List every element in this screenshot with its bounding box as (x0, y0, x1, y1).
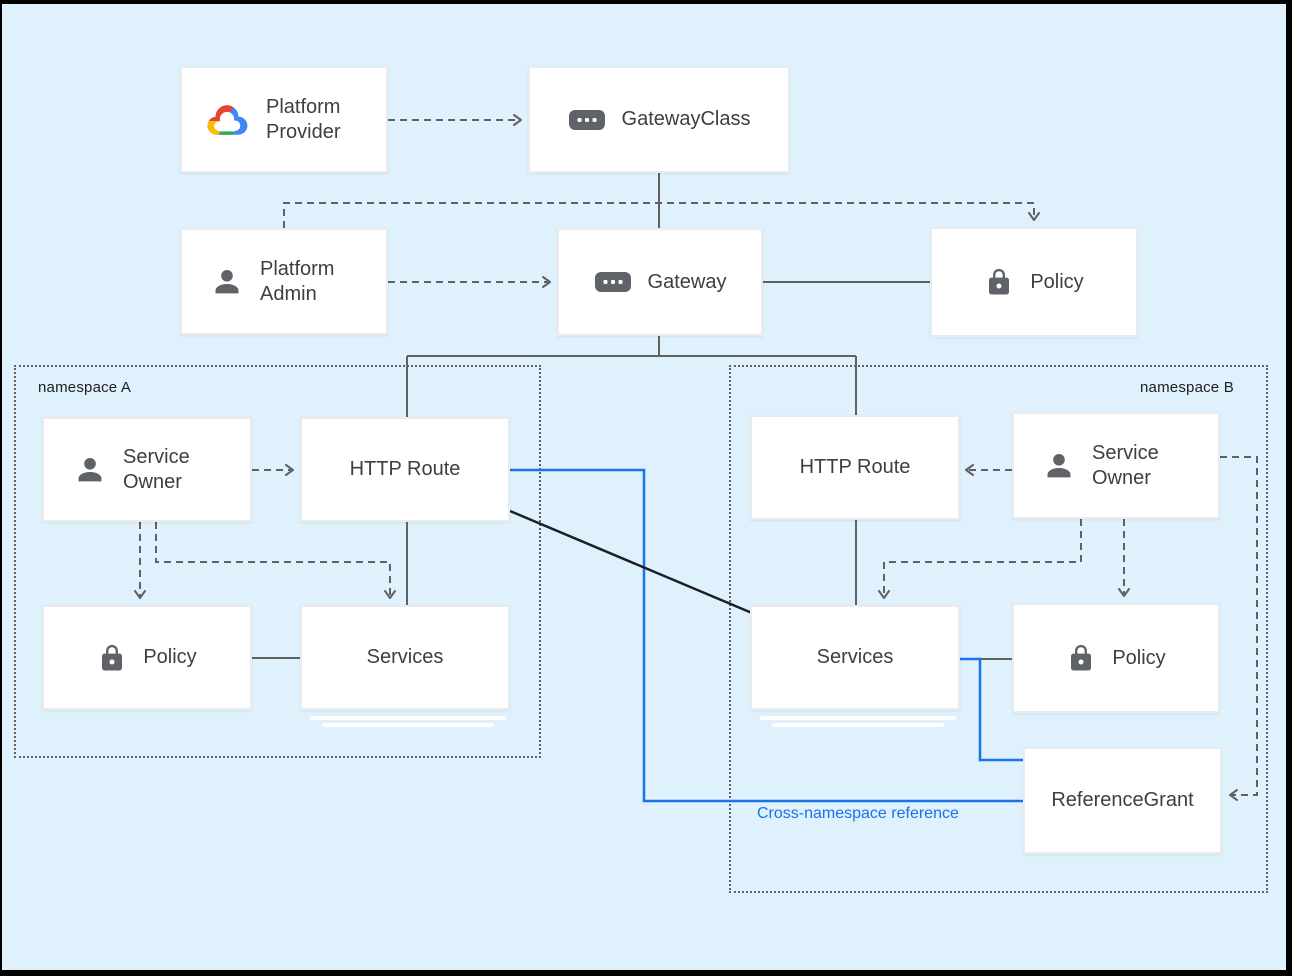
node-label: HTTP Route (349, 458, 461, 480)
person-icon (73, 453, 107, 487)
node-http-route-b: HTTP Route (750, 415, 960, 520)
lock-icon (984, 265, 1014, 299)
services-a-stack-line (310, 716, 506, 720)
node-gatewayclass: GatewayClass (528, 66, 790, 173)
node-label: Platform Provider (266, 95, 341, 143)
node-reference-grant: ReferenceGrant (1023, 747, 1222, 854)
node-label: Policy (1112, 646, 1166, 669)
node-http-route-a: HTTP Route (300, 417, 510, 522)
node-platform-provider: Platform Provider (180, 66, 388, 173)
node-label: Policy (143, 646, 197, 668)
node-label: Service Owner (123, 445, 190, 493)
node-service-owner-a: Service Owner (42, 417, 252, 522)
services-b-stack-line (760, 716, 956, 720)
services-b-stack-line (772, 723, 944, 727)
node-label: Service Owner (1092, 441, 1159, 489)
node-label: Services (366, 646, 444, 668)
node-label: GatewayClass (621, 108, 751, 130)
node-label: Platform Admin (260, 257, 335, 305)
node-services-a: Services (300, 605, 510, 710)
google-cloud-icon (204, 101, 250, 139)
node-gateway: Gateway (557, 228, 763, 336)
resource-dots-icon (594, 270, 632, 294)
lock-icon (1066, 641, 1096, 675)
node-policy-a: Policy (42, 605, 252, 710)
node-label: ReferenceGrant (1051, 789, 1194, 811)
node-policy-top: Policy (930, 227, 1138, 337)
node-label: Services (816, 646, 894, 668)
lock-icon (97, 641, 127, 675)
cross-namespace-reference-label: Cross-namespace reference (757, 805, 959, 822)
resource-dots-icon (568, 108, 606, 132)
node-label: Gateway (647, 270, 727, 293)
services-a-stack-line (322, 723, 494, 727)
node-platform-admin: Platform Admin (180, 228, 388, 335)
person-icon (1042, 449, 1076, 483)
node-service-owner-b: Service Owner (1012, 412, 1220, 519)
namespace-a-label: namespace A (38, 379, 132, 396)
node-label: Policy (1030, 270, 1084, 293)
namespace-b-label: namespace B (1140, 379, 1234, 396)
node-services-b: Services (750, 605, 960, 710)
person-icon (210, 265, 244, 299)
node-policy-b: Policy (1012, 603, 1220, 713)
node-label: HTTP Route (799, 456, 911, 478)
